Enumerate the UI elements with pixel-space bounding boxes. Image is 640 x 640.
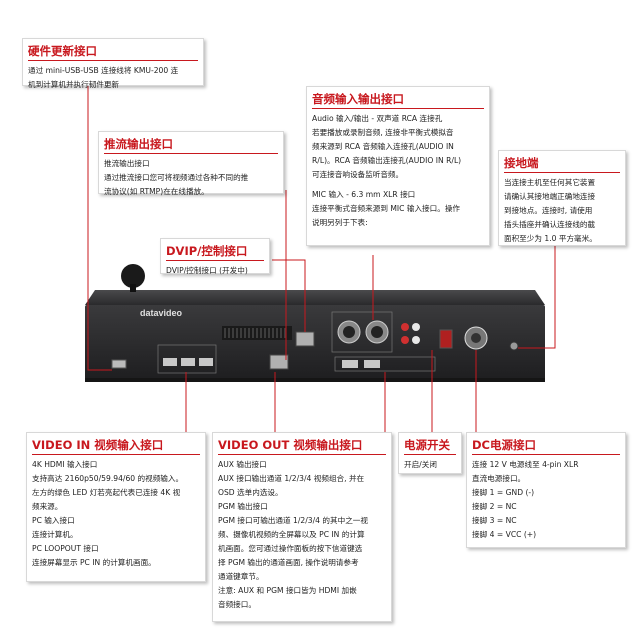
callout-stream-line-2: 通过推流接口您可将视频通过各种不同的推	[104, 173, 249, 182]
callout-stream-line-1: 推流输出接口	[104, 159, 150, 168]
callout-dc-power-line-3: 接脚 1 = GND (-)	[472, 488, 535, 497]
callout-dc-power-line-5: 接脚 3 = NC	[472, 516, 517, 525]
callout-ground-line-5: 面积至少为 1.0 平方毫米。	[504, 234, 597, 243]
callout-dc-power-line-4: 接脚 2 = NC	[472, 502, 517, 511]
callout-dc-power: DC电源接口 连接 12 V 电源线至 4-pin XLR 直流电源接口。 接脚…	[466, 432, 626, 548]
callout-video-out-line-1: AUX 输出接口	[218, 460, 267, 469]
callout-dc-power-line-6: 接脚 4 = VCC (+)	[472, 530, 537, 539]
callout-video-out-line-6: 频、摄像机视频的全屏幕以及 PC IN 的计算	[218, 530, 365, 539]
callout-audio: 音频输入输出接口 Audio 输入/输出 - 双声道 RCA 连接孔 若要播放或…	[306, 86, 490, 246]
callout-power-switch-title: 电源开关	[404, 437, 456, 455]
xlr-mic-inputs	[331, 311, 393, 353]
callout-power-switch: 电源开关 开启/关闭	[398, 432, 462, 474]
callout-video-in-line-2: 支持高达 2160p50/59.94/60 的视频输入。	[32, 474, 184, 483]
callout-stream-line-3: 流协议(如 RTMP)在在线播放。	[104, 187, 209, 196]
callout-audio-line-1: Audio 输入/输出 - 双声道 RCA 连接孔	[312, 114, 443, 123]
brand-logo: datavideo	[140, 308, 183, 318]
callout-audio-mic-line-1: MIC 输入 - 6.3 mm XLR 接口	[312, 190, 416, 199]
callout-video-out-line-4: PGM 输出接口	[218, 502, 268, 511]
callout-stream-title: 推流输出接口	[104, 136, 278, 154]
callout-firmware-title: 硬件更新接口	[28, 43, 198, 61]
callout-ground-line-2: 请确认其接地端正确地连接	[504, 192, 596, 201]
callout-video-in: VIDEO IN 视频输入接口 4K HDMI 输入接口 支持高达 2160p5…	[26, 432, 206, 582]
callout-video-in-line-8: 连接屏幕显示 PC IN 的计算机画面。	[32, 558, 156, 567]
callout-dc-power-line-2: 直流电源接口。	[472, 474, 526, 483]
callout-video-out-title: VIDEO OUT 视频输出接口	[218, 437, 386, 455]
callout-ground-line-4: 插头插座并确认连接线的截	[504, 220, 596, 229]
callout-firmware: 硬件更新接口 通过 mini-USB-USB 连接线将 KMU-200 连 机到…	[22, 38, 204, 89]
callout-audio-line-5: 可连接音响设备监听音频。	[312, 170, 404, 179]
callout-firmware-line-2: 机到计算机并执行韧件更新	[28, 80, 120, 89]
vent-slots	[222, 326, 292, 340]
callout-video-in-line-7: PC LOOPOUT 接口	[32, 544, 99, 553]
callout-dc-power-title: DC电源接口	[472, 437, 620, 455]
rca-audio-jacks	[401, 323, 420, 344]
callout-video-in-line-3: 左方的绿色 LED 灯若亮起代表已连接 4K 视	[32, 488, 181, 497]
callout-audio-line-2: 若要播放或录制音频, 连接非平衡式模拟音	[312, 128, 454, 137]
mini-usb-port	[111, 359, 127, 369]
video-in-ports	[157, 344, 217, 374]
callout-video-out-line-5: PGM 接口可输出通道 1/2/3/4 的其中之一视	[218, 516, 368, 525]
callout-video-out-line-3: OSD 选单内选设。	[218, 488, 283, 497]
callout-video-out-line-9: 通道键章节。	[218, 572, 264, 581]
callout-video-out-line-2: AUX 接口输出通道 1/2/3/4 视频组合, 并在	[218, 474, 365, 483]
callout-video-out-line-7: 机画面。您可通过操作面板的按下信道键选	[218, 544, 363, 553]
ethernet-stream-port	[269, 354, 289, 370]
callout-stream: 推流输出接口 推流输出接口 通过推流接口您可将视频通过各种不同的推 流协议(如 …	[98, 131, 284, 196]
callout-video-out-line-11: 音频接口。	[218, 600, 256, 609]
callout-dvip-title: DVIP/控制接口	[166, 243, 264, 261]
callout-video-in-line-5: PC 输入接口	[32, 516, 75, 525]
callout-dvip: DVIP/控制接口 DVIP/控制接口 (开发中)	[160, 238, 270, 275]
callout-audio-line-3: 频来源到 RCA 音频输入连接孔(AUDIO IN	[312, 142, 454, 151]
callout-ground: 接地端 当连接主机至任何其它装置 请确认其接地端正确地连接 到接地点。连接时, …	[498, 150, 626, 246]
joystick-knob	[121, 264, 145, 288]
dvip-port	[295, 331, 315, 347]
callout-video-in-line-6: 连接计算机。	[32, 530, 78, 539]
callout-ground-line-3: 到接地点。连接时, 请使用	[504, 206, 593, 215]
callout-video-in-line-4: 频来源。	[32, 502, 63, 511]
callout-audio-line-4: R/L)。RCA 音频输出连接孔(AUDIO IN R/L)	[312, 156, 462, 165]
callout-video-out-line-10: 注意: AUX 和 PGM 接口皆为 HDMI 加嵌	[218, 586, 357, 595]
callout-audio-title: 音频输入输出接口	[312, 91, 484, 109]
callout-ground-line-1: 当连接主机至任何其它装置	[504, 178, 596, 187]
callout-dvip-line-1: DVIP/控制接口 (开发中)	[166, 266, 248, 275]
callout-ground-title: 接地端	[504, 155, 620, 173]
callout-power-switch-line-1: 开启/关闭	[404, 460, 437, 469]
callout-dc-power-line-1: 连接 12 V 电源线至 4-pin XLR	[472, 460, 579, 469]
ground-terminal	[509, 341, 519, 351]
callout-audio-mic-line-2: 连接平衡式音频来源到 MIC 输入接口。操作	[312, 204, 461, 213]
callout-audio-mic-line-3: 说明另列于下表:	[312, 218, 368, 227]
callout-video-in-line-1: 4K HDMI 输入接口	[32, 460, 98, 469]
callout-video-out-line-8: 择 PGM 输出的通道画面, 操作说明请参考	[218, 558, 359, 567]
device-top	[85, 290, 545, 305]
callout-video-out: VIDEO OUT 视频输出接口 AUX 输出接口 AUX 接口输出通道 1/2…	[212, 432, 392, 622]
callout-video-in-title: VIDEO IN 视频输入接口	[32, 437, 200, 455]
callout-firmware-line-1: 通过 mini-USB-USB 连接线将 KMU-200 连	[28, 66, 179, 75]
power-switch-graphic	[439, 329, 453, 349]
